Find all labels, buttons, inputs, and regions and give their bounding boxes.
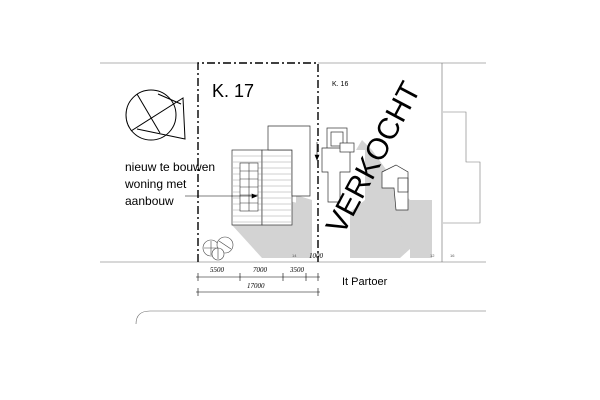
annex-building: [267, 125, 311, 197]
dimension-segment-b: 7000: [253, 266, 268, 274]
plot-label-k17: K. 17: [212, 81, 254, 101]
annotation-line-3: aanbouw: [125, 194, 174, 208]
plot-label-k16: K. 16: [332, 81, 348, 88]
small-number-12: 12: [430, 253, 435, 258]
annotation-leader: [185, 193, 258, 199]
dimension-segment-d: 1000: [309, 252, 324, 260]
small-number-14: 14: [292, 253, 297, 258]
annotation-line-2: woning met: [124, 177, 187, 191]
compass-icon: [125, 89, 186, 141]
dimension-total: 17000: [247, 282, 265, 290]
annotation-line-1: nieuw te bouwen: [125, 160, 215, 174]
tree-icon: [202, 236, 234, 261]
plot-boundary-k17: [197, 62, 319, 262]
dimension-segment-a: 5500: [210, 266, 225, 274]
neighbor-buildings-right: [443, 111, 481, 224]
arrow-marker: [314, 142, 320, 161]
neighbor-buildings-k16: [321, 127, 409, 211]
background-lines: [100, 62, 486, 325]
small-number-16: 16: [450, 253, 455, 258]
dimension-lines: [196, 273, 320, 296]
dimension-segment-c: 3500: [289, 266, 305, 274]
street-name: It Partoer: [342, 276, 388, 288]
stair-grid: [239, 162, 259, 212]
